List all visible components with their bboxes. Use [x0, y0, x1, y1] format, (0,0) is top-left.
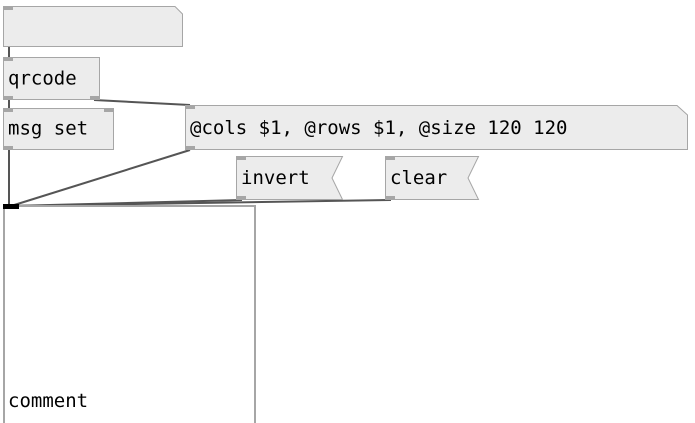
inlet[interactable]: [237, 157, 246, 160]
cord-qrcode-to-cols-message[interactable]: [93, 99, 191, 106]
inlet[interactable]: [386, 157, 395, 160]
message-box-shape: [385, 156, 480, 200]
inlet[interactable]: [186, 106, 195, 109]
msg-set-object-label: msg set: [8, 117, 89, 140]
inlet[interactable]: [4, 58, 13, 61]
inlet[interactable]: [4, 7, 13, 10]
msg-set-object[interactable]: msg set: [3, 108, 114, 150]
qrcode-object[interactable]: qrcode: [3, 57, 100, 100]
invert-message[interactable]: invert: [236, 156, 344, 200]
clear-message[interactable]: clear: [385, 156, 480, 200]
qrcode-object-label: qrcode: [8, 67, 77, 89]
inlet-left[interactable]: [4, 109, 13, 112]
comment-text: comment: [8, 390, 89, 412]
outlet[interactable]: [386, 196, 395, 199]
outlet[interactable]: [237, 196, 246, 199]
qrcode-display-canvas[interactable]: [3, 205, 256, 423]
empty-message-box[interactable]: [3, 6, 183, 47]
outlet[interactable]: [4, 146, 13, 149]
canvas-inlet-active[interactable]: [3, 204, 19, 209]
message-box-shape: [236, 156, 344, 200]
message-box-shape: [185, 105, 688, 150]
message-box-shape: [3, 6, 183, 47]
cols-rows-size-message[interactable]: @cols $1, @rows $1, @size 120 120: [185, 105, 688, 150]
inlet-right[interactable]: [104, 109, 113, 112]
cols-rows-size-message-label: @cols $1, @rows $1, @size 120 120: [190, 116, 568, 139]
outlet[interactable]: [186, 146, 195, 149]
clear-message-label: clear: [390, 167, 448, 189]
cord-cols-message-to-canvas[interactable]: [10, 149, 191, 207]
outlet-right[interactable]: [90, 96, 99, 99]
invert-message-label: invert: [241, 167, 310, 189]
outlet-left[interactable]: [4, 96, 13, 99]
